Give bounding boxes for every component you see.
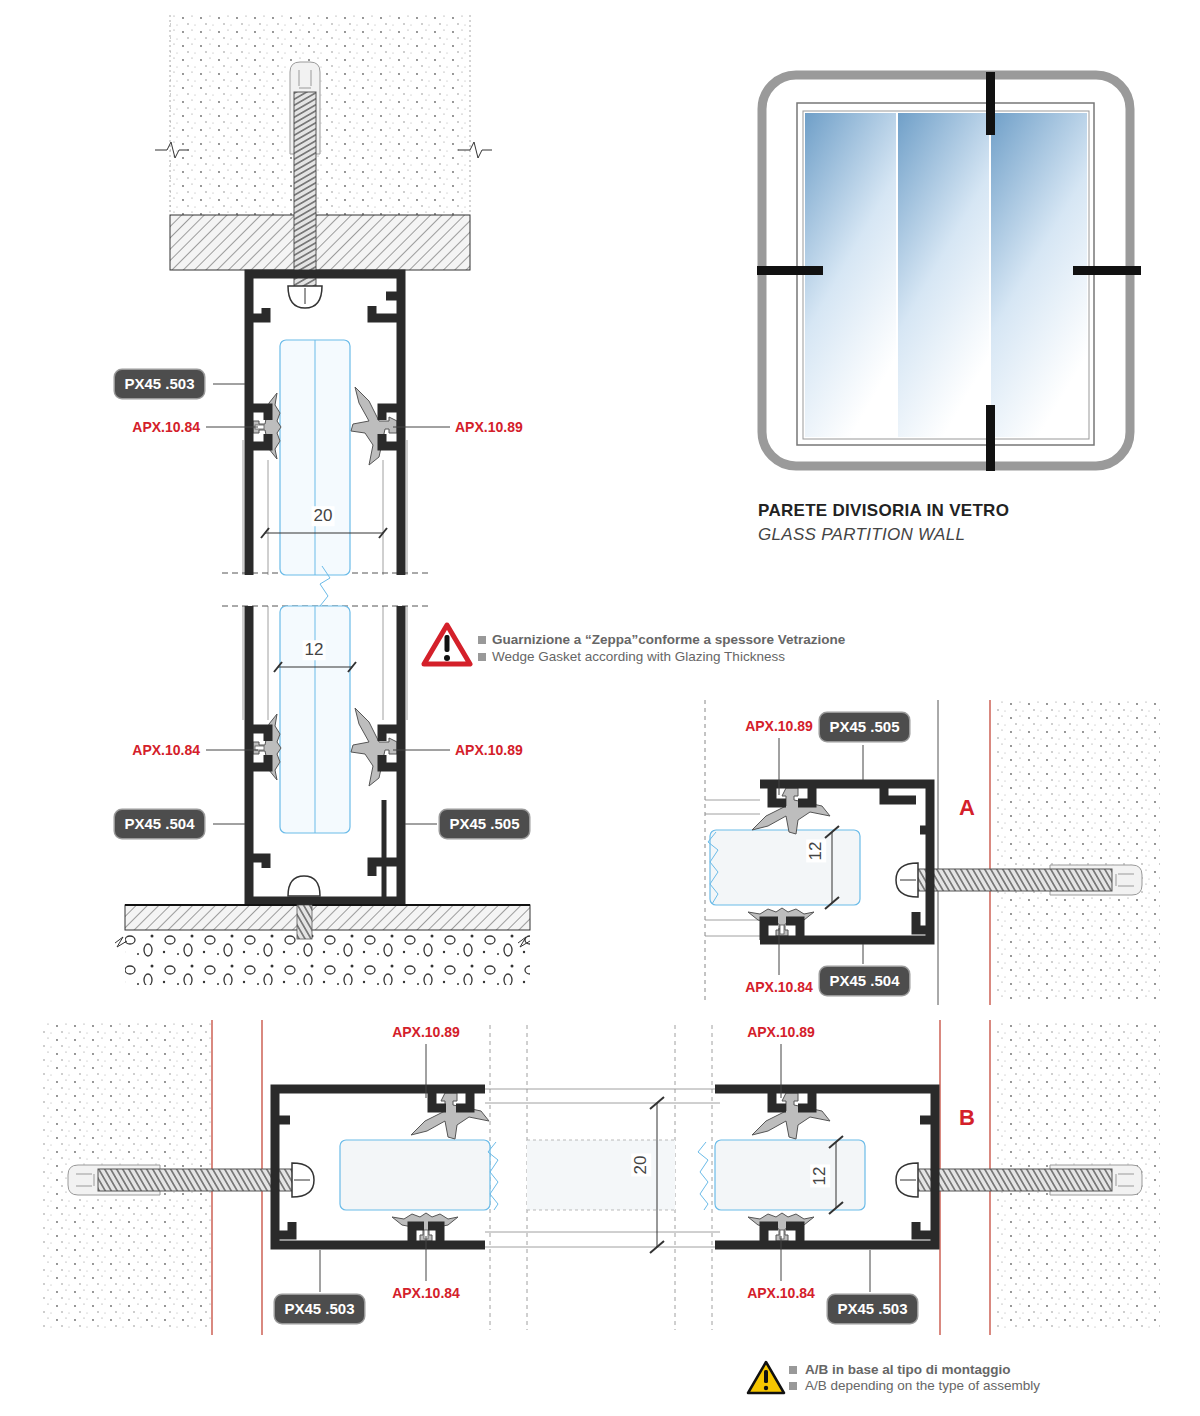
part-tag: PX45 .503	[275, 1295, 364, 1323]
dimension: 12	[810, 1165, 830, 1188]
detail-letter: A	[959, 795, 975, 820]
part-code: APX.10.89	[455, 419, 523, 435]
part-number: PX45 .505	[829, 718, 899, 736]
dimension: 12	[303, 640, 326, 660]
part-tag: PX45 .505	[820, 713, 909, 741]
part-code: APX.10.84	[132, 742, 200, 758]
dimension: 20	[312, 506, 335, 526]
part-number: PX45 .503	[837, 1300, 907, 1318]
detail-letter: B	[959, 1105, 975, 1130]
part-number: PX45 .503	[124, 375, 194, 393]
part-number: PX45 .504	[829, 972, 899, 990]
diagram-title: PARETE DIVISORIA IN VETRO	[758, 501, 1009, 521]
note: Wedge Gasket according with Glazing Thic…	[492, 649, 785, 665]
part-tag: PX45 .503	[115, 370, 204, 398]
dimension: 12	[806, 840, 826, 863]
part-code: APX.10.84	[132, 419, 200, 435]
part-code: APX.10.89	[392, 1024, 460, 1040]
part-number: PX45 .503	[284, 1300, 354, 1318]
part-tag: PX45 .504	[820, 967, 909, 995]
part-tag: PX45 .503	[828, 1295, 917, 1323]
dimension: 20	[631, 1154, 651, 1177]
part-code: APX.10.84	[747, 1285, 815, 1301]
note: A/B depending on the type of assembly	[805, 1378, 1040, 1394]
part-code: APX.10.84	[745, 979, 813, 995]
part-code: APX.10.89	[455, 742, 523, 758]
part-code: APX.10.84	[392, 1285, 460, 1301]
part-code: APX.10.89	[745, 718, 813, 734]
part-number: PX45 .504	[124, 815, 194, 833]
diagram-caption: GLASS PARTITION WALL	[758, 525, 965, 545]
part-tag: PX45 .504	[115, 810, 204, 838]
part-number: PX45 .505	[449, 815, 519, 833]
note: Guarnizione a “Zeppa”conforme a spessore…	[492, 632, 845, 648]
part-tag: PX45 .505	[440, 810, 529, 838]
note: A/B in base al tipo di montaggio	[805, 1362, 1011, 1378]
part-code: APX.10.89	[747, 1024, 815, 1040]
